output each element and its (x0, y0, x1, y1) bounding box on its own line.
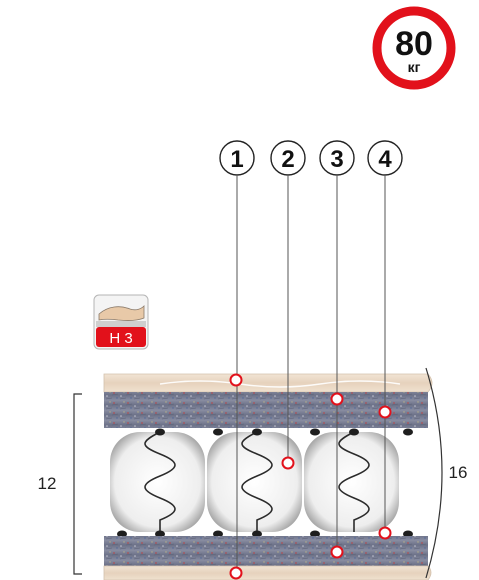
marker-top-felt-4 (378, 405, 392, 419)
marker-bottom-felt-4 (378, 526, 392, 540)
spring-pocket (207, 432, 302, 532)
callout-circle (367, 140, 403, 176)
marker-bottom-felt-3 (330, 545, 344, 559)
firmness-badge: H 3 (93, 294, 149, 350)
bottom-cover-layer (103, 565, 432, 580)
core-height-bracket (73, 393, 82, 575)
weight-value: 80 (395, 25, 433, 63)
callout-circle (219, 140, 255, 176)
weight-badge-ring (372, 6, 456, 90)
callout-circle (319, 140, 355, 176)
spring-clip (310, 530, 320, 538)
spring-clips (117, 428, 413, 538)
spring-clip (213, 530, 223, 538)
spring-pocket (110, 432, 205, 532)
callout-1: 1 (219, 140, 255, 176)
spring-pockets (110, 432, 399, 532)
spring-clip (213, 428, 223, 436)
callout-leaders (236, 176, 386, 574)
spring-clip (252, 530, 262, 538)
springs (144, 431, 370, 532)
marker-bottom-cover (229, 566, 243, 580)
mattress-cross-section (103, 373, 433, 580)
firmness-badge-fill (96, 327, 146, 347)
spring-clip (403, 428, 413, 436)
callout-2: 2 (270, 140, 306, 176)
spring-clip (155, 428, 165, 436)
spring-clip (403, 530, 413, 538)
weight-badge: 80 кг (372, 6, 456, 90)
spring-clip (252, 428, 262, 436)
marker-top-felt-3 (330, 392, 344, 406)
core-height-label: 12 (38, 474, 57, 493)
hand-icon (98, 305, 145, 321)
callout-number: 2 (281, 146, 294, 173)
spring-pocket (304, 432, 399, 532)
top-cover-layer (103, 373, 433, 393)
core-height-dimension: 12 (38, 393, 82, 575)
callout-number: 4 (378, 146, 392, 173)
layer-markers (229, 373, 392, 580)
top-cover-quilting (159, 380, 401, 388)
callout-3: 3 (319, 140, 355, 176)
spring-coil (338, 431, 370, 532)
top-felt-layer (104, 392, 428, 428)
marker-spring-block (281, 456, 295, 470)
bottom-felt-layer (104, 536, 428, 566)
callout-number: 1 (230, 146, 243, 173)
spring-clip (349, 428, 359, 436)
spring-clip (155, 530, 165, 538)
weight-unit: кг (408, 59, 421, 75)
callout-number: 3 (330, 146, 343, 173)
total-height-bracket (425, 367, 443, 579)
total-height-label: 16 (449, 463, 468, 482)
callouts: 1 2 3 4 (219, 140, 403, 176)
firmness-label: H 3 (109, 330, 132, 347)
marker-top-cover (229, 373, 243, 387)
spring-coil (144, 431, 176, 532)
spring-coil (241, 431, 273, 532)
callout-4: 4 (367, 140, 403, 176)
callout-circle (270, 140, 306, 176)
surface-icon (96, 321, 146, 327)
spring-clip (117, 530, 127, 538)
spring-clip (310, 428, 320, 436)
total-height-dimension: 16 (425, 367, 468, 579)
